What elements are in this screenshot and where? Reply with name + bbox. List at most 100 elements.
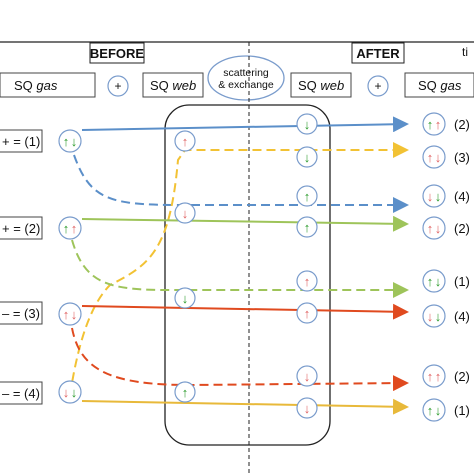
spin-down-icon: ↓ — [71, 307, 78, 322]
spin-up-icon: ↑ — [182, 134, 189, 149]
spin-up-icon: ↑ — [427, 221, 434, 236]
left-label-3: – = (3) — [2, 306, 40, 321]
scatter-line2: & exchange — [218, 79, 274, 91]
left-label-1: + = (1) — [2, 134, 40, 149]
spin-down-icon: ↓ — [435, 221, 442, 236]
scatter-line1: scattering — [223, 67, 269, 79]
flow-red-dashed — [71, 327, 409, 392]
gas-node-right-3: ↓↓ — [422, 184, 446, 208]
spin-down-icon: ↓ — [182, 291, 189, 306]
gas-node-right-8: ↑↓ — [422, 398, 446, 422]
sq-gas-left-label: SQ gas — [14, 78, 58, 93]
web-node-after-2: ↓ — [296, 146, 318, 168]
flow-blue-solid — [81, 116, 409, 133]
spin-up-icon: ↑ — [427, 369, 434, 384]
right-label-1: (2) — [454, 117, 470, 132]
web-node-after-6: ↑ — [296, 302, 318, 324]
right-label-3: (4) — [454, 189, 470, 204]
gas-node-2: ↑ ↑ — [58, 216, 82, 240]
web-nodes-after: ↓ ↓ ↑ ↑ ↑ ↑ ↓ ↓ — [296, 113, 318, 419]
spin-down-icon: ↓ — [427, 189, 434, 204]
web-node-after-1: ↓ — [296, 113, 318, 135]
spin-up-icon: ↑ — [435, 117, 442, 132]
web-node-after-3: ↑ — [296, 185, 318, 207]
spin-down-icon: ↓ — [435, 150, 442, 165]
spin-up-icon: ↑ — [63, 221, 70, 236]
web-node-after-8: ↓ — [296, 397, 318, 419]
gas-node-right-2: ↑↓ — [422, 145, 446, 169]
flow-red-solid — [81, 303, 409, 320]
gas-node-right-7: ↑↑ — [422, 364, 446, 388]
spin-up-icon: ↑ — [427, 274, 434, 289]
left-state-labels: + = (1) + = (2) – = (3) – = (4) — [0, 129, 43, 405]
right-label-7: (2) — [454, 369, 470, 384]
left-label-4: – = (4) — [2, 386, 40, 401]
spin-up-icon: ↑ — [304, 306, 311, 321]
spin-down-icon: ↓ — [304, 150, 311, 165]
right-gas-nodes: ↑↑ ↑↓ ↓↓ ↑↓ ↑↓ ↓↓ ↑↑ ↑↓ — [422, 112, 446, 422]
flow-blue-dashed — [73, 154, 409, 213]
right-label-5: (1) — [454, 274, 470, 289]
left-gas-nodes: ↑ ↓ ↑ ↑ ↑ ↓ ↓ ↓ — [58, 129, 82, 404]
gas-node-right-4: ↑↓ — [422, 216, 446, 240]
header-partial-text: ti — [462, 45, 468, 59]
spin-up-icon: ↑ — [182, 385, 189, 400]
left-label-2: + = (2) — [2, 221, 40, 236]
spin-up-icon: ↑ — [427, 403, 434, 418]
flow-lines — [69, 116, 409, 415]
spin-down-icon: ↓ — [304, 401, 311, 416]
gas-node-right-6: ↓↓ — [422, 304, 446, 328]
spin-down-icon: ↓ — [71, 385, 78, 400]
right-label-2: (3) — [454, 150, 470, 165]
sq-web-left-label: SQ web — [150, 78, 196, 93]
right-state-labels: (2) (3) (4) (2) (1) (4) (2) (1) — [454, 117, 470, 418]
web-node-before-1: ↑ — [174, 130, 196, 152]
spin-up-icon: ↑ — [435, 369, 442, 384]
spin-down-icon: ↓ — [182, 206, 189, 221]
spin-up-icon: ↑ — [63, 134, 70, 149]
plus-left: + — [114, 79, 121, 93]
flow-yellow-dashed — [69, 142, 409, 396]
spin-down-icon: ↓ — [435, 403, 442, 418]
spin-up-icon: ↑ — [63, 307, 70, 322]
spin-down-icon: ↓ — [63, 385, 70, 400]
gas-node-right-5: ↑↓ — [422, 269, 446, 293]
web-node-after-4: ↑ — [296, 216, 318, 238]
spin-up-icon: ↑ — [71, 221, 78, 236]
spin-down-icon: ↓ — [71, 134, 78, 149]
gas-node-3: ↑ ↓ — [58, 302, 82, 326]
spin-down-icon: ↓ — [435, 309, 442, 324]
spin-up-icon: ↑ — [304, 220, 311, 235]
spin-down-icon: ↓ — [435, 274, 442, 289]
header: BEFORE AFTER ti — [0, 41, 474, 64]
spin-down-icon: ↓ — [435, 189, 442, 204]
after-label: AFTER — [356, 46, 400, 61]
web-node-before-4: ↑ — [174, 381, 196, 403]
spin-up-icon: ↑ — [304, 189, 311, 204]
right-label-8: (1) — [454, 403, 470, 418]
spin-up-icon: ↑ — [427, 117, 434, 132]
spin-down-icon: ↓ — [304, 117, 311, 132]
spin-down-icon: ↓ — [427, 309, 434, 324]
plus-right: + — [374, 79, 381, 93]
flow-olive-solid — [81, 215, 409, 232]
gas-node-1: ↑ ↓ — [58, 129, 82, 153]
component-row: SQ gas + SQ web scattering & exchange SQ… — [0, 55, 474, 101]
gas-node-4: ↓ ↓ — [58, 380, 82, 404]
gas-node-right-1: ↑↑ — [422, 112, 446, 136]
spin-up-icon: ↑ — [427, 150, 434, 165]
right-label-4: (2) — [454, 221, 470, 236]
web-nodes-before: ↑ ↓ ↓ ↑ — [174, 130, 196, 403]
spin-down-icon: ↓ — [304, 369, 311, 384]
web-node-after-5: ↑ — [296, 270, 318, 292]
sq-gas-right-label: SQ gas — [418, 78, 462, 93]
web-node-after-7: ↓ — [296, 365, 318, 387]
flow-olive-dashed — [71, 239, 409, 298]
web-node-before-2: ↓ — [174, 202, 196, 224]
web-region — [164, 104, 331, 446]
before-label: BEFORE — [90, 46, 145, 61]
sq-web-right-label: SQ web — [298, 78, 344, 93]
spin-up-icon: ↑ — [304, 274, 311, 289]
flow-orange-solid — [81, 398, 409, 415]
